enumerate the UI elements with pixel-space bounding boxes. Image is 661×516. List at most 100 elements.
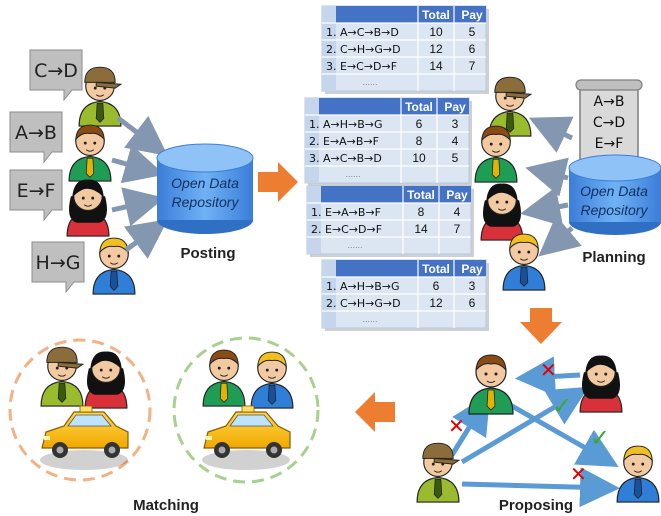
stage-label-matching: Matching — [133, 497, 199, 514]
repository-label-line2: Repository — [172, 194, 240, 210]
reject-mark: ✕ — [448, 414, 465, 438]
table-route: 1. A→H→B→G — [309, 118, 383, 131]
table-pay: 7 — [454, 222, 461, 236]
table-total: 6 — [433, 279, 440, 293]
open-data-repository: Open Data Repository — [156, 143, 254, 234]
table-pay: 5 — [469, 25, 476, 39]
table-pay: 7 — [469, 59, 476, 73]
taxi-icon — [202, 405, 291, 470]
cap-passenger-icon — [40, 346, 85, 407]
table-total: 6 — [416, 117, 423, 131]
table-total: 12 — [429, 296, 443, 310]
taxis — [40, 405, 291, 470]
table-pay: 4 — [454, 205, 461, 219]
posting-passengers — [66, 66, 136, 295]
repository-label-line1: Open Data — [171, 175, 239, 191]
woman-passenger-icon — [84, 351, 128, 409]
open-data-repository-planning: Open Data Repository — [568, 154, 661, 235]
man-passenger-icon — [68, 124, 112, 182]
man-passenger-icon — [474, 125, 518, 183]
matched-passengers — [40, 346, 294, 409]
request-bubble: A→B — [9, 111, 63, 164]
request-text: C→D — [34, 60, 78, 82]
blond-passenger-icon — [502, 233, 546, 291]
blond-passenger-icon — [616, 445, 660, 503]
posting-arrows — [111, 115, 169, 259]
table-footer: ...... — [362, 314, 377, 324]
match-circle-1 — [8, 338, 152, 482]
table-total: 8 — [416, 134, 423, 148]
table-header: Pay — [461, 262, 483, 276]
table-route: 1. E→A→B→F — [311, 206, 381, 219]
planning-passengers — [474, 76, 546, 291]
table-header: Total — [422, 262, 450, 276]
proposal-marks: ✕ ✕ ✕ ✓ ✓ — [448, 358, 610, 486]
man-passenger-icon — [202, 349, 246, 407]
table-footer: ...... — [362, 77, 377, 87]
taxi-icon — [40, 405, 129, 470]
table-route: 2. C→H→G→D — [326, 43, 401, 56]
table-route: 1. A→C→B→D — [326, 26, 399, 39]
table-header: Total — [422, 8, 450, 22]
orange-arrow-right — [258, 162, 298, 202]
table-route: 1. A→H→B→G — [326, 280, 400, 293]
table-total: 12 — [429, 42, 443, 56]
match-circle-2 — [172, 336, 320, 484]
request-text: E→F — [17, 180, 56, 202]
table-pay: 3 — [469, 279, 476, 293]
woman-passenger-icon — [66, 179, 110, 237]
proposing-passengers — [416, 354, 660, 503]
request-bubble: H→G — [31, 241, 85, 294]
table-footer: ...... — [347, 240, 362, 250]
accept-mark: ✓ — [552, 392, 572, 420]
table-pay: 6 — [469, 296, 476, 310]
stage-label-planning: Planning — [582, 249, 645, 266]
request-text: A→B — [15, 122, 57, 144]
repository-planning-line2: Repository — [581, 202, 649, 218]
blond-passenger-icon — [92, 237, 136, 295]
table-route: 2. E→C→D→F — [311, 223, 382, 236]
man-passenger-icon — [468, 354, 514, 415]
woman-passenger-icon — [480, 183, 524, 241]
scroll-item: A→B — [594, 94, 625, 110]
table-pay: 5 — [452, 151, 459, 165]
cap-passenger-icon — [78, 66, 123, 127]
request-bubble: E→F — [9, 169, 63, 222]
table-pay: 3 — [452, 117, 459, 131]
orange-arrow-down — [520, 308, 562, 344]
repository-planning-line1: Open Data — [580, 183, 648, 199]
table-header: Total — [407, 188, 435, 202]
table-route: 2. E→A→B→F — [309, 135, 379, 148]
blond-passenger-icon — [250, 351, 294, 409]
request-text: H→G — [36, 252, 81, 274]
request-bubbles: C→D A→B E→F H→G — [9, 49, 85, 294]
reject-mark: ✕ — [540, 358, 557, 382]
table-route: 2. C→H→G→D — [326, 297, 401, 310]
cap-passenger-icon — [416, 442, 461, 503]
request-bubble: C→D — [29, 49, 83, 102]
proposing-arrows — [449, 356, 620, 508]
table-total: 14 — [414, 222, 428, 236]
table-total: 8 — [418, 205, 425, 219]
stage-label-posting: Posting — [181, 245, 236, 262]
table-route: 3. E→C→D→F — [326, 60, 397, 73]
stage-label-proposing: Proposing — [499, 497, 573, 514]
scroll-item: C→D — [593, 115, 625, 131]
table-total: 14 — [429, 59, 443, 73]
route-table: Total Pay 1. A→H→B→G 6 3 2. C→H→G→D 12 6...... — [321, 259, 489, 331]
table-footer: ...... — [345, 169, 360, 179]
planning-arrows — [520, 116, 582, 257]
table-pay: 4 — [452, 134, 459, 148]
accept-mark: ✓ — [590, 424, 610, 452]
table-header: Pay — [461, 8, 483, 22]
orange-arrow-left — [355, 392, 395, 432]
table-route: 3. A→C→B→D — [309, 152, 382, 165]
table-header: Total — [405, 100, 433, 114]
scroll-item: E→F — [595, 136, 624, 152]
table-pay: 6 — [469, 42, 476, 56]
woman-passenger-icon — [579, 355, 623, 413]
